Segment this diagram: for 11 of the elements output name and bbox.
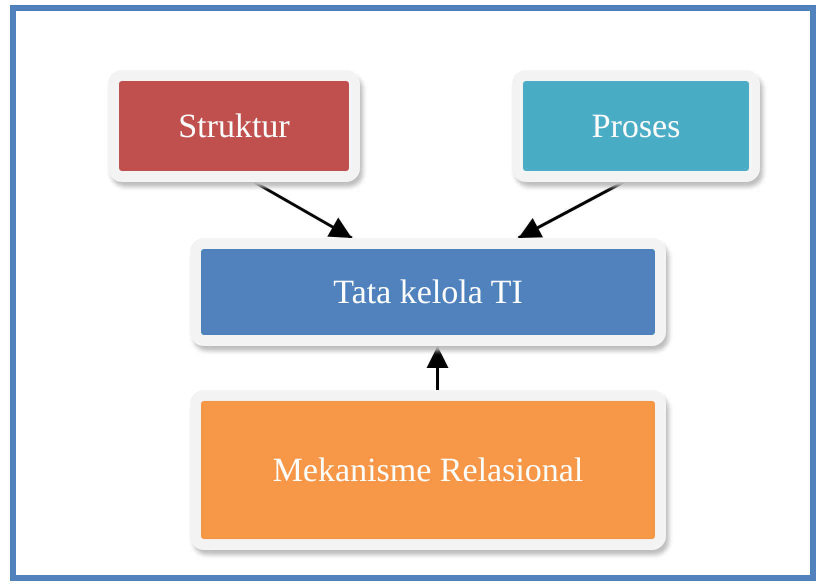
process-box bbox=[108, 70, 360, 182]
arrow bbox=[518, 180, 624, 240]
arrow bbox=[253, 180, 353, 240]
box-label: Struktur bbox=[177, 106, 291, 146]
process-box bbox=[190, 238, 666, 346]
arrow bbox=[426, 346, 449, 390]
box-label: Mekanisme Relasional bbox=[272, 450, 584, 490]
box-label: Tata kelola TI bbox=[332, 272, 524, 312]
box-label: Proses bbox=[590, 106, 682, 146]
process-box bbox=[512, 70, 760, 182]
process-box bbox=[190, 390, 666, 550]
